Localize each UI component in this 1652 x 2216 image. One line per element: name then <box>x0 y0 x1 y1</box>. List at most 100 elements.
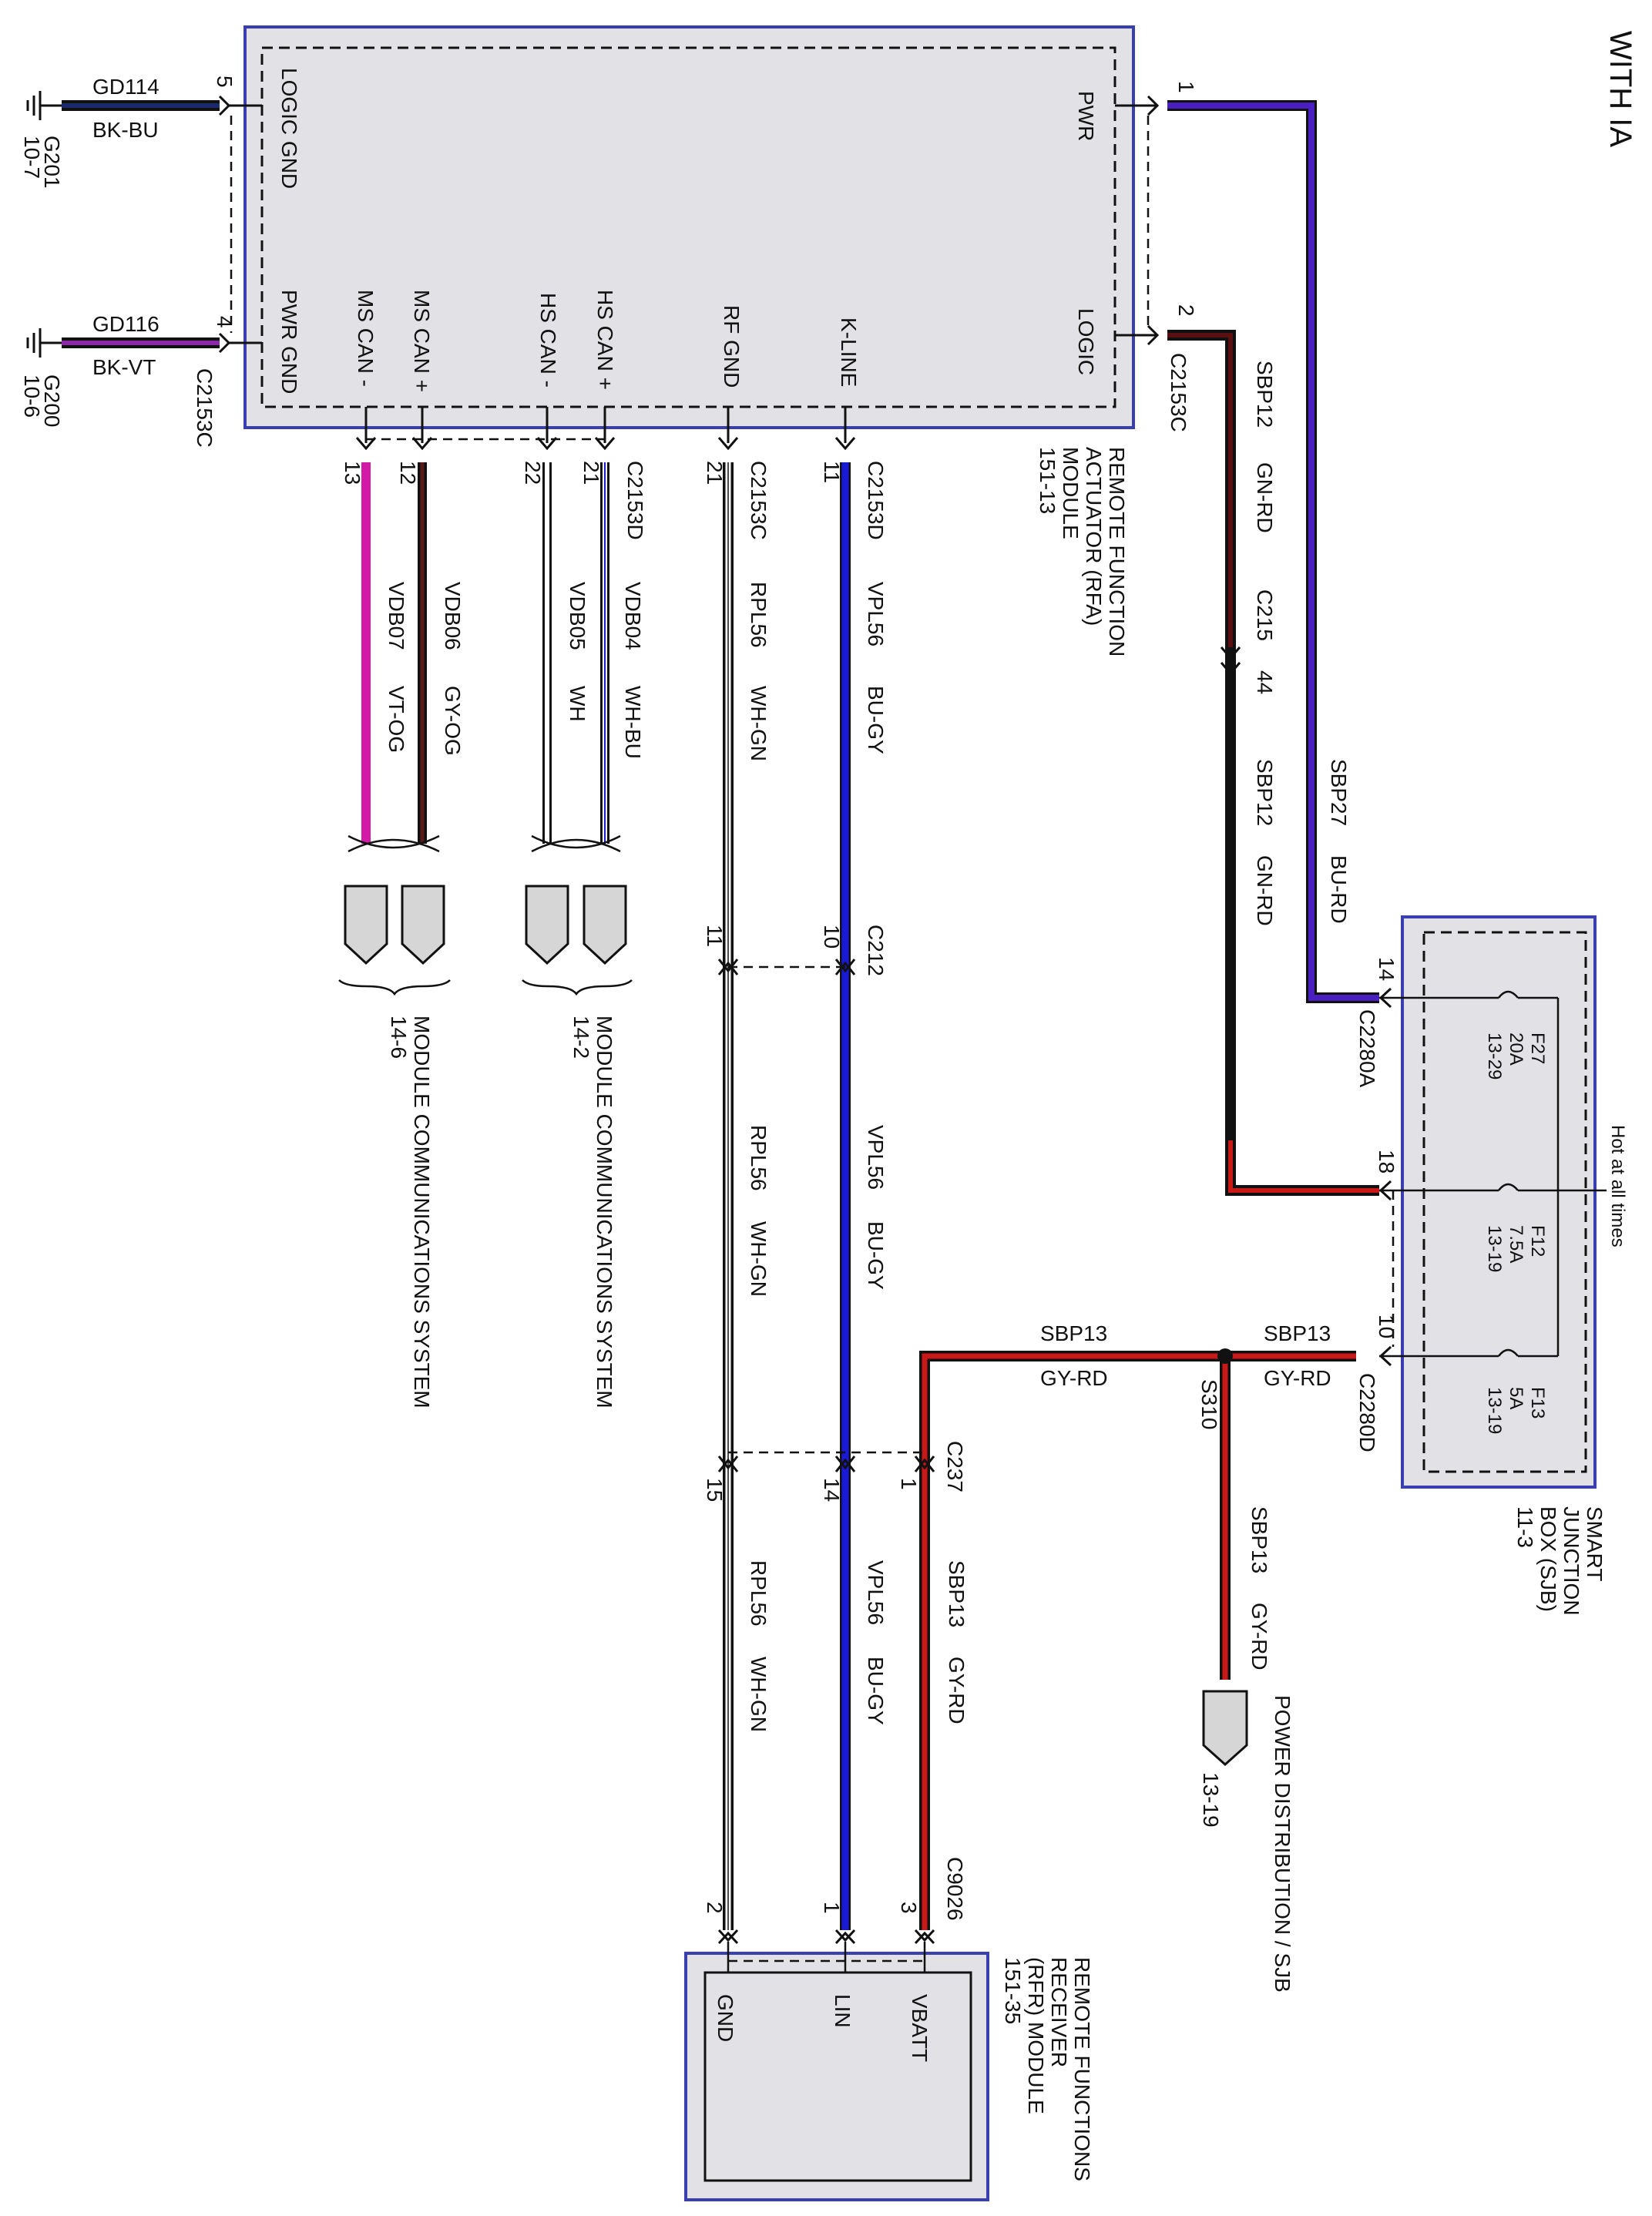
wire-sbp12-lower-color <box>1228 1140 1379 1193</box>
splice-s310-dot <box>1217 1348 1233 1364</box>
c212-pin-a: 11 <box>703 925 727 947</box>
vpl56-lower-circuit: VPL56 <box>864 1560 888 1625</box>
rfa-pin-pwr: PWR <box>1074 91 1098 141</box>
s310-label: S310 <box>1197 1379 1221 1429</box>
vdb05-circuit: VDB05 <box>566 582 589 650</box>
sjb-pin-18: 18 <box>1375 1150 1398 1173</box>
brace-14-6 <box>338 979 451 996</box>
rfa-bottom-pins <box>355 407 856 451</box>
pin-rf-gnd-number: 21 <box>703 461 727 485</box>
sjb-name-line-3: BOX (SJB) <box>1536 1506 1560 1612</box>
vpl56-mid-circuit: VPL56 <box>864 1125 888 1190</box>
sjb-name-line-4: 11-3 <box>1513 1506 1537 1548</box>
vdb06-circuit: VDB06 <box>441 582 465 650</box>
c2153c-rfgnd-label: C2153C <box>747 461 771 540</box>
rpl56-upper-color: WH-GN <box>747 686 771 761</box>
wire-sbp13-color <box>922 1353 1356 1930</box>
rfa-pin-rf-gnd: RF GND <box>720 305 744 388</box>
vpl56-lower-color: BU-GY <box>864 1657 888 1725</box>
pin-hs-plus-number: 21 <box>579 461 603 485</box>
c2153d-kline-label: C2153D <box>864 461 888 540</box>
rfa-name-line-3: MODULE <box>1059 447 1083 539</box>
sjb-name-line-2: JUNCTION <box>1560 1506 1583 1616</box>
flag-vdb06 <box>401 885 445 965</box>
fuse-f12-amps: 7.5A <box>1506 1225 1526 1263</box>
c237-label: C237 <box>943 1441 967 1492</box>
g201-circuit: GD114 <box>92 75 159 99</box>
c212-connector-pins <box>717 959 856 975</box>
rfr-gnd-pin-number: 2 <box>703 1902 727 1914</box>
msc-14-2-name: MODULE COMMUNICATIONS SYSTEM <box>593 1016 616 1409</box>
sbp12-upper-color: GN-RD <box>1253 462 1277 533</box>
sbp13-left-color: GY-RD <box>1040 1366 1108 1390</box>
rfr-module-name: REMOTE FUNCTIONS RECEIVER (RFR) MODULE 1… <box>1001 1957 1094 2181</box>
rfr-name-line-4: 151-35 <box>1001 1957 1025 2024</box>
c2153d-can-label: C2153D <box>623 461 647 540</box>
brace-14-2 <box>522 979 633 996</box>
flag-vdb07 <box>344 885 388 965</box>
pin-k-line-number: 11 <box>820 461 844 483</box>
sjb-pin-10: 10 <box>1375 1314 1398 1338</box>
fuse-f13-id: F13 <box>1527 1387 1548 1419</box>
g201-ref: 10-7 <box>20 136 44 179</box>
rpl56-mid-color: WH-GN <box>747 1221 771 1297</box>
flag-pdist <box>1202 1690 1248 1767</box>
rpl56-lower-circuit: RPL56 <box>747 1560 771 1627</box>
c237-pin-c: 1 <box>897 1478 921 1490</box>
c2153c-ground-label: C2153C <box>193 368 217 448</box>
g200-circuit: GD116 <box>92 312 159 336</box>
c215-label: C215 <box>1253 589 1277 641</box>
rpl56-mid-circuit: RPL56 <box>747 1125 771 1191</box>
g200-pin: 4 <box>213 316 237 328</box>
c215-connector-pins <box>1220 646 1241 676</box>
sjb-pin-14: 14 <box>1375 957 1398 981</box>
vpl56-upper-circuit: VPL56 <box>864 582 888 646</box>
rfr-module: GND LIN VBATT <box>684 1952 989 2201</box>
c2153c-logic-label: C2153C <box>1167 353 1190 432</box>
c237-connector-pins <box>717 1451 935 1472</box>
sjb-module: Hot at all times F27 20A 13-29 F12 7.5A … <box>1379 915 1628 1489</box>
sbp12-lower-color: GN-RD <box>1253 855 1277 926</box>
g200-color: BK-VT <box>92 355 156 379</box>
rfa-name-line-1: REMOTE FUNCTION <box>1105 447 1129 656</box>
vdb07-color: VT-OG <box>384 686 408 753</box>
c237-pin-a: 15 <box>703 1478 727 1502</box>
rfr-name-line-2: RECEIVER <box>1047 1957 1071 2067</box>
rfa-name-line-4: 151-13 <box>1036 447 1059 514</box>
sbp13-lower-circuit: SBP13 <box>945 1560 969 1627</box>
rfr-pin-lin: LIN <box>831 1994 855 2028</box>
rfr-name-line-1: REMOTE FUNCTIONS <box>1070 1957 1094 2181</box>
rfa-name-line-2: ACTUATOR (RFA) <box>1082 447 1106 626</box>
wire-sbp27-color <box>1167 102 1379 1001</box>
rfa-module: PWR LOGIC LOGIC GND PWR GND MS CAN - MS … <box>243 25 1135 429</box>
sbp13-branch-color: GY-RD <box>1247 1603 1271 1670</box>
pin-ms-minus-number: 13 <box>341 461 364 485</box>
sbp13-right-circuit: SBP13 <box>1264 1321 1331 1345</box>
rpl56-upper-circuit: RPL56 <box>747 582 771 648</box>
sjb-connector-pins <box>1378 987 1395 1367</box>
fuse-f12-ref: 13-19 <box>1484 1225 1505 1272</box>
rfa-pin-logic: LOGIC <box>1074 308 1098 375</box>
sbp13-left-circuit: SBP13 <box>1040 1321 1107 1345</box>
ground-symbol-g200 <box>26 328 62 358</box>
sbp13-branch-circuit: SBP13 <box>1247 1506 1271 1573</box>
sbp12-upper-circuit: SBP12 <box>1253 361 1277 428</box>
c212-pin-b: 10 <box>820 925 844 949</box>
g201-color: BK-BU <box>92 118 159 142</box>
sbp27-circuit: SBP27 <box>1327 759 1351 826</box>
rfa-pin-pwr-gnd: PWR GND <box>277 290 301 394</box>
c2280d-label: C2280D <box>1355 1373 1379 1452</box>
fuse-f13-ref: 13-19 <box>1484 1387 1505 1434</box>
rfr-name-line-3: (RFR) MODULE <box>1024 1957 1048 2114</box>
sjb-name-line-1: SMART <box>1583 1506 1607 1582</box>
pin-gnd-pwr <box>218 332 262 354</box>
fuse-f13-amps: 5A <box>1506 1387 1526 1409</box>
vpl56-upper-color: BU-GY <box>864 686 888 754</box>
sbp12-lower-circuit: SBP12 <box>1253 759 1277 826</box>
g200-ref: 10-6 <box>20 374 44 418</box>
rfa-pin-hs-can-minus: HS CAN - <box>536 293 560 388</box>
fuse-f27-amps: 20A <box>1506 1032 1526 1066</box>
msc-14-6-page: 14-6 <box>387 1016 411 1059</box>
rfr-pin-gnd: GND <box>714 1994 737 2042</box>
